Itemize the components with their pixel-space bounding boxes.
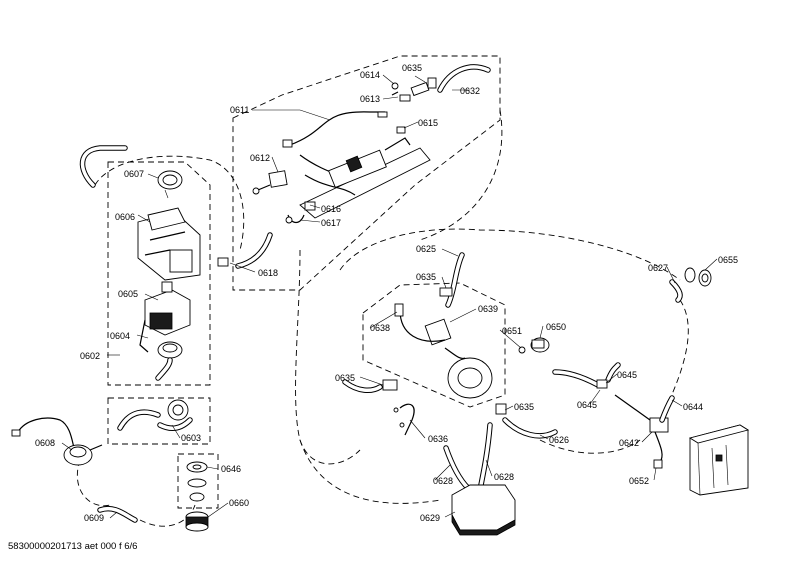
part-label-0608: 0608 [35, 438, 55, 448]
part-label-0602: 0602 [80, 351, 100, 361]
part-label-0635-b: 0635 [416, 272, 436, 282]
seal-0646-part [186, 461, 208, 502]
electronics-module-part [282, 111, 431, 219]
sump-0629-part [451, 484, 516, 536]
part-label-0651: 0651 [502, 326, 522, 336]
part-label-0625: 0625 [416, 244, 436, 254]
part-label-0612: 0612 [250, 153, 270, 163]
motor-0639-part [394, 303, 493, 399]
part-label-0635-a: 0635 [402, 63, 422, 73]
hose-0635-left [342, 379, 398, 394]
part-label-0627: 0627 [648, 263, 668, 273]
pump-outlet-hose [155, 357, 173, 381]
part-label-0614: 0614 [360, 70, 380, 80]
hose-0625-part [445, 252, 465, 308]
hose-0632-part [437, 64, 491, 93]
clip-0635-top [439, 287, 453, 297]
part-label-0607: 0607 [124, 169, 144, 179]
part-label-0646: 0646 [221, 464, 241, 474]
pump-0650-part [518, 337, 550, 354]
part-label-0606: 0606 [115, 212, 135, 222]
group-box-valve [107, 397, 211, 445]
group-box-seal [177, 453, 219, 509]
part-label-0632: 0632 [460, 86, 480, 96]
dashed-routing-lines [76, 109, 689, 527]
leader-lines [61, 74, 718, 519]
control-unit-part [688, 424, 750, 496]
part-label-0629: 0629 [420, 513, 440, 523]
hose-0609-part [97, 506, 138, 523]
part-labels: 0611 0612 0613 0614 0615 0616 0617 0618 … [35, 63, 738, 523]
part-label-0609: 0609 [84, 513, 104, 523]
bracket-0612-part [252, 170, 288, 195]
valve-0642-part [614, 394, 669, 469]
cap-0660-part [185, 511, 209, 532]
part-label-0616: 0616 [321, 204, 341, 214]
hose-0644-part [659, 395, 675, 423]
valve-group-0603-part [117, 399, 193, 432]
hoses-0628-part [443, 422, 493, 493]
part-label-0628-a: 0628 [433, 476, 453, 486]
part-label-0660: 0660 [229, 498, 249, 508]
hose-top-left-part [79, 145, 128, 188]
part-label-0605: 0605 [118, 289, 138, 299]
part-label-0655: 0655 [718, 255, 738, 265]
bracket-0604-part [139, 319, 183, 359]
part-label-0617: 0617 [321, 218, 341, 228]
part-label-0638: 0638 [370, 323, 390, 333]
clip-0636-part [393, 403, 415, 436]
part-label-0611: 0611 [230, 105, 249, 115]
seal-0655-part [684, 267, 712, 287]
part-label-0635-c: 0635 [335, 373, 355, 383]
part-label-0645-b: 0645 [577, 400, 597, 410]
part-label-0613: 0613 [360, 94, 380, 104]
group-box-electronics [232, 55, 501, 291]
sensor-small-parts [391, 77, 437, 102]
part-label-0603: 0603 [181, 433, 201, 443]
group-box-pump [107, 161, 211, 386]
pump-housing-0606-part [137, 207, 201, 281]
hose-0627-part [669, 279, 683, 303]
part-label-0636: 0636 [428, 434, 448, 444]
float-0607-part [157, 170, 183, 199]
part-label-0639: 0639 [478, 304, 498, 314]
part-label-0626: 0626 [549, 435, 569, 445]
part-label-0642: 0642 [619, 438, 639, 448]
hose-0618-part [217, 232, 273, 269]
part-label-0645-a: 0645 [617, 370, 637, 380]
part-label-0604: 0604 [110, 331, 130, 341]
pressure-switch-0608-part [11, 417, 103, 466]
pump-motor-0605-part [144, 281, 191, 336]
part-label-0635-d: 0635 [514, 402, 534, 412]
part-label-0615: 0615 [418, 118, 438, 128]
part-label-0628-b: 0628 [494, 472, 514, 482]
group-box-motor [362, 282, 506, 408]
part-label-0650: 0650 [546, 322, 566, 332]
part-label-0652: 0652 [629, 476, 649, 486]
hose-0626-part [495, 403, 558, 439]
hose-0645-part [552, 362, 621, 389]
part-label-0618: 0618 [258, 268, 278, 278]
connector-0616-0617 [285, 201, 316, 224]
part-label-0644: 0644 [683, 402, 703, 412]
document-id: 58300000201713 aet 000 f 6/6 [8, 541, 138, 552]
